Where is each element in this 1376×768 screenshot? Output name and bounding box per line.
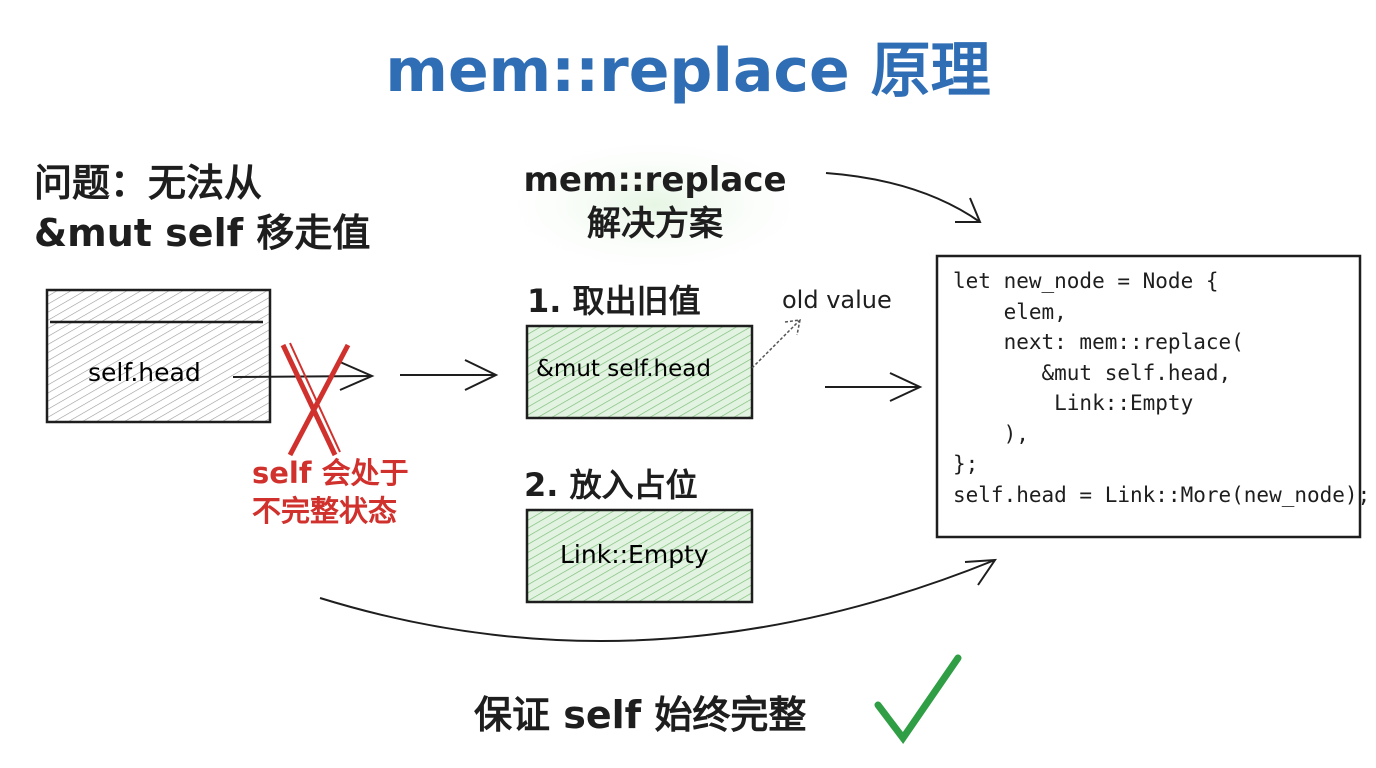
step1-box	[525, 324, 754, 420]
left-box-label: self.head	[88, 358, 201, 387]
cross-icon	[280, 342, 351, 457]
step2-box-label: Link::Empty	[560, 540, 709, 569]
problem-text: 问题：无法从 &mut self 移走值	[34, 158, 370, 258]
step2-label: 2. 放入占位	[524, 466, 698, 504]
warning-text: self 会处于 不完整状态	[252, 454, 409, 530]
code-line: let new_node = Node {	[953, 269, 1219, 293]
step2-box	[525, 508, 754, 604]
arrow-to-step1	[400, 359, 499, 391]
code-line: next: mem::replace(	[953, 330, 1244, 354]
problem-line2: &mut self 移走值	[34, 211, 371, 255]
solution-heading: mem::replace 解决方案	[520, 158, 790, 246]
move-arrow	[232, 361, 375, 391]
arrow-to-code-top	[825, 172, 982, 223]
warning-line2: 不完整状态	[252, 494, 398, 528]
page-title: mem::replace 原理	[385, 36, 991, 106]
code-line: elem,	[953, 299, 1067, 324]
solution-glow	[485, 130, 825, 280]
code-line: self.head = Link::More(new_node);	[953, 482, 1371, 507]
self-struct-box	[45, 288, 272, 424]
solution-line1: mem::replace	[523, 160, 787, 200]
code-line: &mut self.head,	[953, 360, 1232, 385]
old-value-label: old value	[782, 286, 892, 314]
code-line: };	[953, 452, 979, 476]
old-value-arrow	[751, 319, 801, 369]
arrow-to-code-mid	[825, 372, 923, 402]
conclusion-text: 保证 self 始终完整	[474, 693, 807, 737]
check-icon	[874, 654, 962, 744]
problem-line1: 问题：无法从	[34, 161, 263, 205]
code-box	[935, 254, 1362, 539]
code-line: ),	[953, 421, 1029, 446]
curved-arrow-bottom	[319, 558, 997, 642]
step1-box-label: &mut self.head	[536, 356, 711, 382]
code-line: Link::Empty	[953, 391, 1194, 415]
solution-line2: 解决方案	[587, 204, 723, 244]
step1-label: 1. 取出旧值	[527, 282, 701, 320]
warning-line1: self 会处于	[252, 456, 409, 490]
code-block: let new_node = Node { elem, next: mem::r…	[953, 266, 1370, 510]
